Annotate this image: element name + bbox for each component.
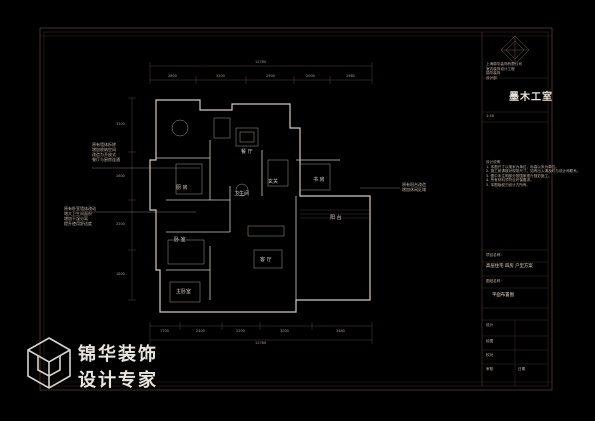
dim-top-1: 2800 [168, 74, 177, 78]
sign-row-2: 绘图 [486, 339, 494, 343]
dim-bottom-3: 2200 [236, 329, 245, 333]
room-bedroom: 卧 室 [174, 237, 186, 243]
sign-row-4: 审核 [486, 367, 494, 371]
room-balcony: 阳 台 [330, 215, 342, 221]
annotation-leaders [92, 167, 400, 213]
room-bath: 卫生间 [234, 191, 250, 197]
sheet-border [39, 27, 553, 391]
dim-bottom-1: 1700 [160, 329, 169, 333]
dim-bottom-4: 3000 [280, 329, 289, 333]
dim-left-4: 1800 [116, 272, 125, 276]
annotation-left-bottom: 原有卧室墙体改动 增大卫生间面积 增加干湿分离 提升使用舒适度 [64, 206, 96, 226]
room-entry: 玄关 [268, 179, 279, 185]
dim-top-2: 3100 [216, 74, 225, 78]
annotation-left-top: 原有墙体拆除 增加收纳空间 改造为开放式 餐厅与厨房连通 [92, 142, 120, 162]
floor-plan-walls [149, 99, 371, 313]
bottom-dimension-lines [149, 322, 373, 344]
dim-top-total: 12780 [255, 60, 267, 64]
sheet-label: 图纸名称： [486, 279, 504, 283]
furniture [167, 117, 331, 303]
title-logo-icon [500, 35, 530, 65]
sign-row-3: 校对 [486, 353, 494, 357]
company-lines: 上海锦华装饰有限公司 室内装饰设计工程 锦华装饰 设计部 [486, 62, 522, 80]
left-dimension-lines [128, 97, 136, 301]
watermark-line-2: 设计专家 [78, 370, 158, 391]
dim-bottom-5: 3480 [336, 329, 345, 333]
room-study: 书 房 [313, 177, 325, 183]
room-living: 客 厅 [260, 257, 272, 263]
dim-top-3: 2900 [266, 74, 275, 78]
dim-left-1: 3200 [116, 122, 125, 126]
dim-left-2: 2600 [116, 174, 125, 178]
dim-left-3: 2200 [116, 222, 125, 226]
brand-logo: 墨木工室 [509, 92, 553, 103]
room-master: 主卧室 [176, 289, 192, 295]
watermark-cube-icon [27, 337, 71, 389]
sheet-name: 平面布置图 [492, 293, 514, 298]
scale-label: 1:50 [486, 114, 495, 118]
project-label: 项目名称： [486, 253, 504, 257]
dim-top-5: 1980 [346, 74, 355, 78]
room-dining: 餐 厅 [241, 149, 253, 155]
dim-bottom-2: 2400 [196, 329, 205, 333]
dim-bottom-total: 12780 [255, 341, 267, 345]
watermark-line-1: 锦华装饰 [78, 344, 158, 365]
sign-row-1: 设计 [486, 323, 494, 327]
room-kitchen: 厨 房 [176, 185, 188, 191]
top-dimension-lines [149, 62, 373, 84]
sign-row-5: 日期 [518, 367, 526, 371]
project-name: 高层住宅 四房 户型方案 [486, 264, 533, 269]
balcony-hatch [300, 209, 370, 219]
design-notes: 设计说明 1. 本图尺寸以毫米为单位，标高以米为单位。 2. 施工前请核对现场尺… [486, 160, 581, 187]
annotation-right: 原有阳台改造 增加休闲区域 [402, 182, 426, 192]
dim-top-4: 2000 [306, 74, 315, 78]
